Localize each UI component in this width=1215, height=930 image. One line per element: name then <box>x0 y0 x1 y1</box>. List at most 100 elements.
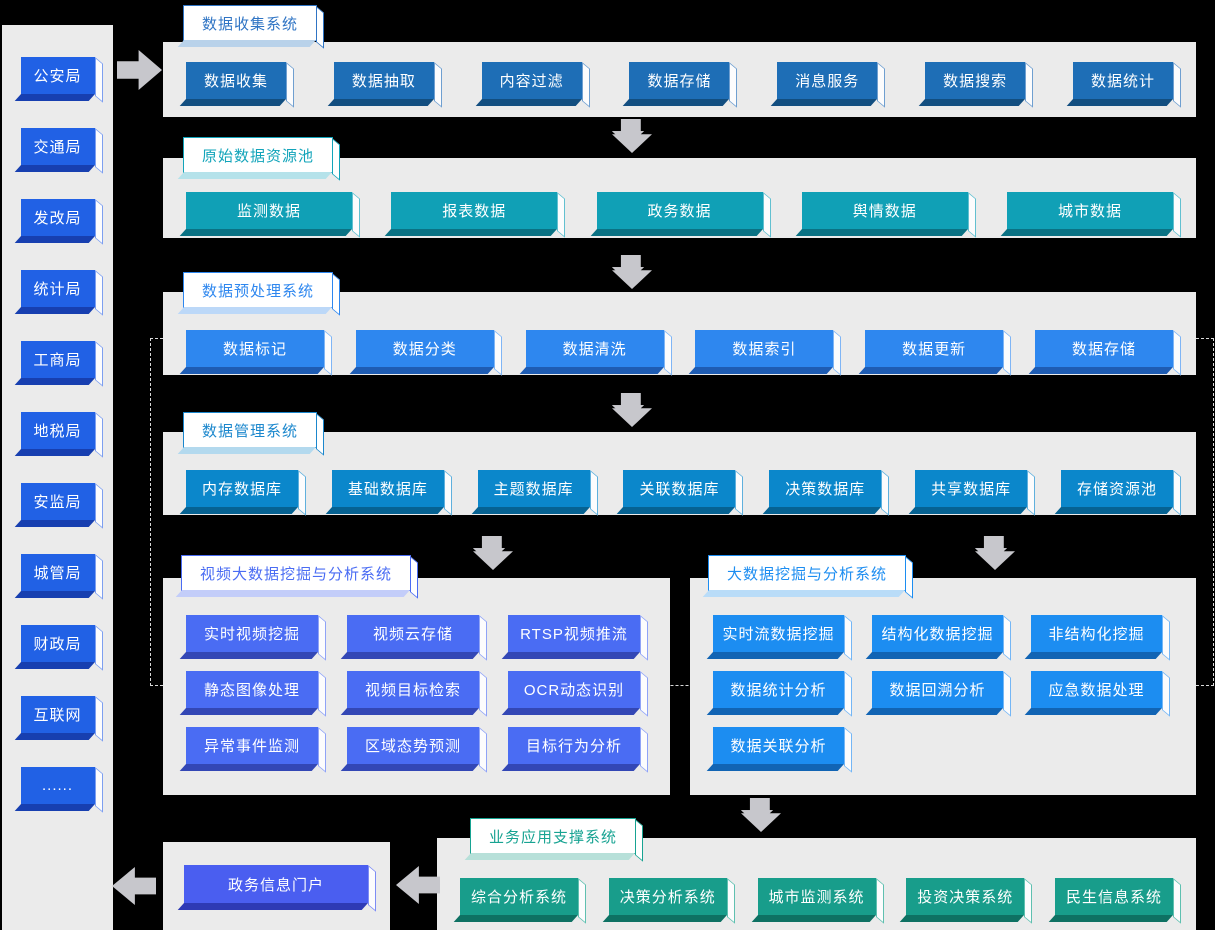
node-box-label: 应急数据处理 <box>1048 682 1145 699</box>
node-box-label: 数据标记 <box>222 341 287 358</box>
node-box: 关联数据库 <box>623 470 736 507</box>
sidebar-node: 财政局 <box>20 625 95 662</box>
section-title: 数据预处理系统 <box>183 272 334 308</box>
node-box-label: 共享数据库 <box>931 481 1012 498</box>
section-title-label: 业务应用支撑系统 <box>489 828 618 846</box>
node-box: 数据索引 <box>695 330 834 367</box>
node-box-label: 报表数据 <box>442 203 507 220</box>
sidebar-node-label: 交通局 <box>33 139 82 156</box>
node-box-label: 城市监测系统 <box>768 889 865 906</box>
node-box: 非结构化挖掘 <box>1031 615 1162 652</box>
sidebar-node: 工商局 <box>20 341 95 378</box>
node-box: 决策分析系统 <box>608 878 727 915</box>
node-box: 决策数据库 <box>769 470 882 507</box>
node-box: 数据统计 <box>1072 62 1173 99</box>
node-box: 目标行为分析 <box>508 727 640 764</box>
node-box: 视频云存储 <box>347 615 479 652</box>
sidebar-node-label: 城管局 <box>33 565 82 582</box>
node-box: 报表数据 <box>391 192 558 229</box>
node-box: 实时流数据挖掘 <box>713 615 844 652</box>
node-box: 数据更新 <box>865 330 1004 367</box>
node-box-label: 数据搜索 <box>943 73 1008 90</box>
node-box: 内存数据库 <box>186 470 298 507</box>
grid-row: 异常事件监测区域态势预测目标行为分析 <box>186 727 640 764</box>
node-box-label: 数据存储 <box>647 73 712 90</box>
node-box-label: 存储资源池 <box>1076 481 1157 498</box>
node-box-label: RTSP视频推流 <box>520 626 628 643</box>
node-box-label: 数据统计分析 <box>730 682 827 699</box>
node-box-label: 数据清洗 <box>562 341 627 358</box>
sidebar-node-label: 地税局 <box>33 423 82 440</box>
left-arrow-icon <box>396 866 440 904</box>
sidebar-node-label: 财政局 <box>33 636 82 653</box>
node-box-label: 数据统计 <box>1090 73 1155 90</box>
node-box-label: 民生信息系统 <box>1065 889 1162 906</box>
node-box: 政务数据 <box>596 192 763 229</box>
sidebar-node: 互联网 <box>20 696 95 733</box>
grid-row: 数据关联分析 <box>713 727 1162 764</box>
node-box: 数据分类 <box>355 330 494 367</box>
node-box-label: 投资决策系统 <box>917 889 1014 906</box>
section-title-label: 大数据挖掘与分析系统 <box>727 565 888 583</box>
section-title: 视频大数据挖掘与分析系统 <box>181 555 412 591</box>
node-box: 数据回溯分析 <box>872 671 1003 708</box>
node-box: 结构化数据挖掘 <box>872 615 1003 652</box>
sidebar-node: 统计局 <box>20 270 95 307</box>
node-box: 内容过滤 <box>481 62 582 99</box>
node-box-label: 综合分析系统 <box>470 889 567 906</box>
node-box: 城市数据 <box>1007 192 1173 229</box>
node-box-label: 数据关联分析 <box>730 738 827 755</box>
node-box: 主题数据库 <box>477 470 590 507</box>
node-box-label: 城市数据 <box>1057 203 1122 220</box>
section-grid: 实时流数据挖掘 结构化数据挖掘非结构化挖掘数据统计分析 数据回溯分析 应急数据处理数据… <box>713 615 1162 764</box>
node-box: 城市监测系统 <box>757 878 876 915</box>
sidebar-node-label: 互联网 <box>33 707 82 724</box>
node-box: 数据存储 <box>629 62 730 99</box>
section-title: 数据收集系统 <box>183 5 318 41</box>
sidebar-panel: 公安局交通局发改局统计局工商局地税局安监局城管局财政局互联网...... <box>2 25 113 930</box>
node-box: 视频目标检索 <box>347 671 479 708</box>
node-box: 数据抽取 <box>333 62 434 99</box>
node-box: 数据收集 <box>186 62 286 99</box>
section-title: 数据管理系统 <box>183 412 318 448</box>
section-title: 原始数据资源池 <box>183 137 334 173</box>
node-box-label: 数据抽取 <box>351 73 416 90</box>
portal-box: 政务信息门户 <box>184 865 368 903</box>
node-box: 数据存储 <box>1034 330 1173 367</box>
sidebar-node-label: ...... <box>41 777 73 794</box>
node-box-label: 实时流数据挖掘 <box>722 626 835 643</box>
node-box-label: 政务数据 <box>647 203 712 220</box>
node-box: RTSP视频推流 <box>508 615 640 652</box>
node-box: 区域态势预测 <box>347 727 479 764</box>
node-box-label: 基础数据库 <box>347 481 428 498</box>
node-box-label: 内容过滤 <box>499 73 564 90</box>
node-box-label: 舆情数据 <box>852 203 917 220</box>
section-data-preprocessing-system: 数据预处理系统数据标记 数据分类 数据清洗 数据索引 数据更新 数据存储 <box>163 272 1196 375</box>
sidebar-node: ...... <box>20 767 95 804</box>
node-box: 民生信息系统 <box>1055 878 1173 915</box>
section-title: 大数据挖掘与分析系统 <box>708 555 907 591</box>
node-box-label: 数据分类 <box>392 341 457 358</box>
sidebar-node-label: 公安局 <box>33 68 82 85</box>
node-box-label: 关联数据库 <box>639 481 720 498</box>
node-box-label: 监测数据 <box>236 203 301 220</box>
node-box: 数据统计分析 <box>713 671 844 708</box>
node-box-label: 视频目标检索 <box>364 682 461 699</box>
right-arrow-icon <box>117 50 162 90</box>
node-box-label: 数据更新 <box>902 341 967 358</box>
node-box-label: 消息服务 <box>795 73 860 90</box>
node-box-label: 视频云存储 <box>372 626 453 643</box>
node-box-label: 主题数据库 <box>493 481 574 498</box>
sidebar-node-label: 安监局 <box>33 494 82 511</box>
node-box: 共享数据库 <box>915 470 1028 507</box>
section-row: 数据标记 数据分类 数据清洗 数据索引 数据更新 数据存储 <box>163 330 1196 367</box>
sidebar-node: 城管局 <box>20 554 95 591</box>
section-title-label: 数据收集系统 <box>202 15 299 33</box>
node-box-label: 数据回溯分析 <box>889 682 986 699</box>
node-box-label: 数据索引 <box>732 341 797 358</box>
node-box-label: 决策数据库 <box>785 481 866 498</box>
sidebar-node: 发改局 <box>20 199 95 236</box>
